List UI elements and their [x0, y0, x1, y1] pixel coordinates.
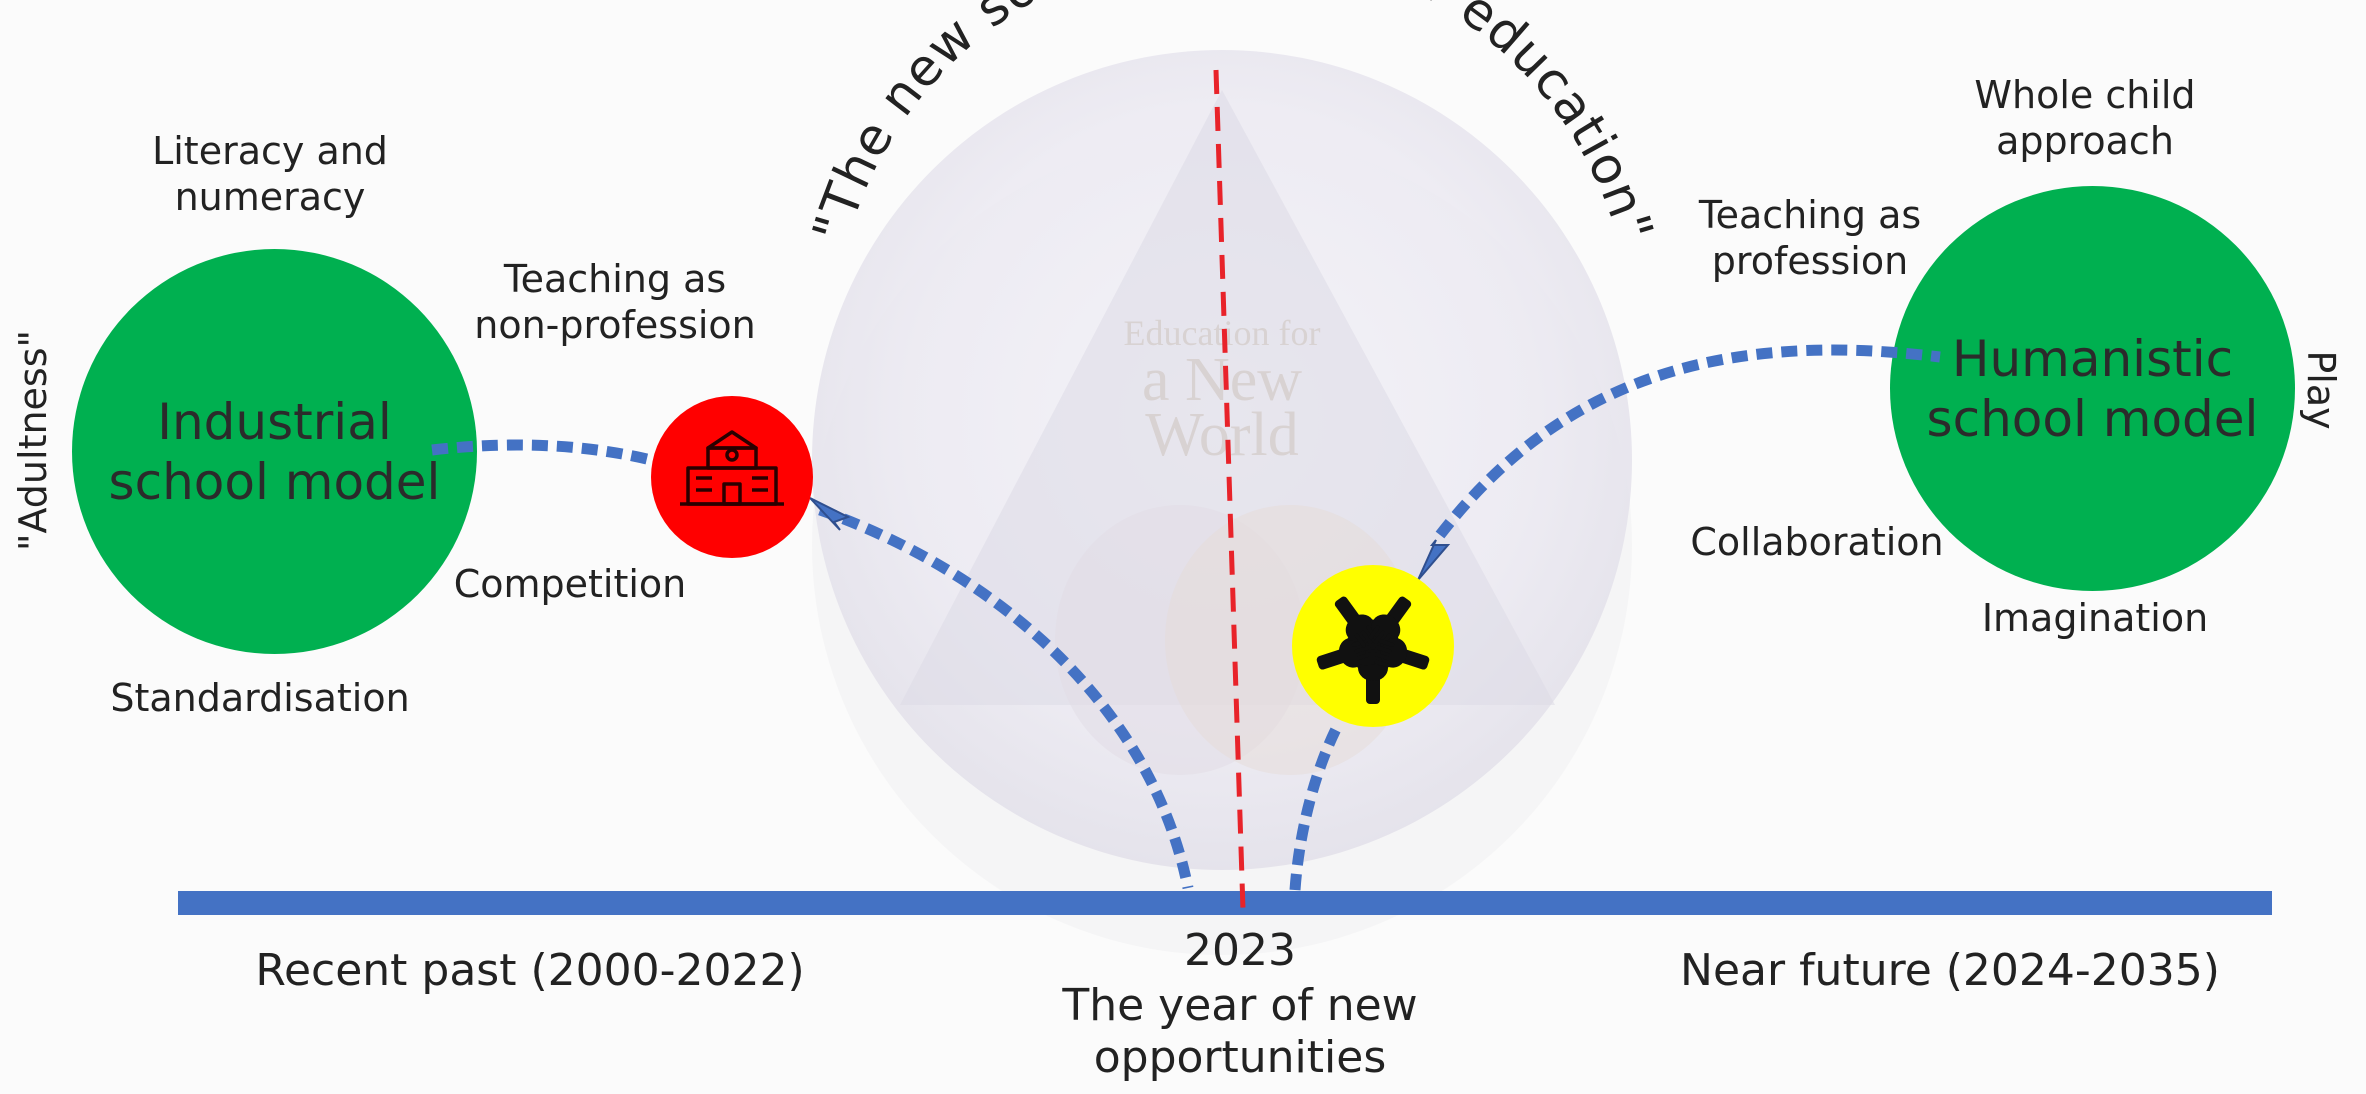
arrow-right-icon [809, 497, 851, 531]
humanistic-model-circle: Humanistic school model [1890, 186, 2295, 591]
logo-line2: a New [1142, 346, 1302, 414]
year-label: 2023 [1184, 925, 1296, 976]
dotted-path-hands-to-humanistic [1435, 344, 1941, 539]
competition-label: Competition [453, 562, 687, 606]
literacy-numeracy-label: Literacy and numeracy [152, 129, 388, 220]
humanistic-model-label: Humanistic school model [1926, 329, 2259, 448]
industrial-model-label: Industrial school model [108, 392, 441, 511]
standardisation-label: Standardisation [110, 676, 410, 720]
year-divider-line [1213, 69, 1246, 911]
whole-child-approach-label: Whole child approach [1974, 73, 2196, 164]
teaching-profession-label: Teaching as profession [1698, 193, 1922, 284]
dotted-path-2023-to-hands [1289, 722, 1343, 891]
collaboration-label: Collaboration [1690, 520, 1944, 564]
triangle-shape [900, 90, 1555, 705]
teaching-non-profession-label: Teaching as non-profession [474, 257, 756, 348]
dotted-path-school-to-2023 [818, 504, 1194, 890]
year-caption-label: The year of new opportunities [1062, 980, 1418, 1083]
logo-line3: World [1145, 401, 1298, 469]
play-label: Play [2299, 350, 2343, 430]
near-future-label: Near future (2024-2035) [1680, 945, 2220, 996]
arrow-up-right-icon [1417, 539, 1451, 581]
school-building-icon [651, 396, 813, 558]
adultness-label: "Adultness" [11, 329, 55, 551]
dotted-path-industrial-to-school [431, 439, 672, 471]
joined-hands-icon [1292, 565, 1454, 727]
imagination-label: Imagination [1981, 596, 2209, 640]
industrial-model-circle: Industrial school model [72, 249, 477, 654]
recent-past-label: Recent past (2000-2022) [255, 945, 805, 996]
timeline-bar [178, 891, 2272, 915]
